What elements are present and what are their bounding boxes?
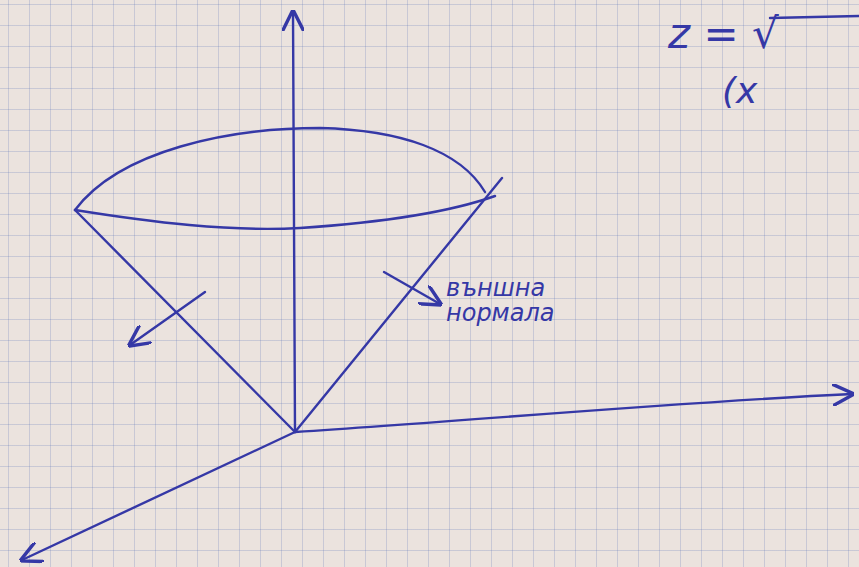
label-holder: (x xyxy=(722,72,757,110)
cone-edge xyxy=(75,210,295,432)
normal-label: външна нормала xyxy=(446,276,574,326)
sqrt-overline xyxy=(770,16,859,18)
label-holder: външна нормала xyxy=(446,276,574,326)
label-holder: z = √ xyxy=(668,12,779,56)
normal-arrow xyxy=(130,292,205,345)
cone-rim-back xyxy=(75,128,485,210)
y-axis xyxy=(295,394,852,432)
cone-rim-front xyxy=(75,196,495,229)
x-axis xyxy=(22,432,295,560)
formula-text: (x xyxy=(722,72,757,110)
z-axis xyxy=(293,12,295,432)
formula-text: z = √ xyxy=(668,12,779,56)
normal-arrow xyxy=(384,272,440,304)
